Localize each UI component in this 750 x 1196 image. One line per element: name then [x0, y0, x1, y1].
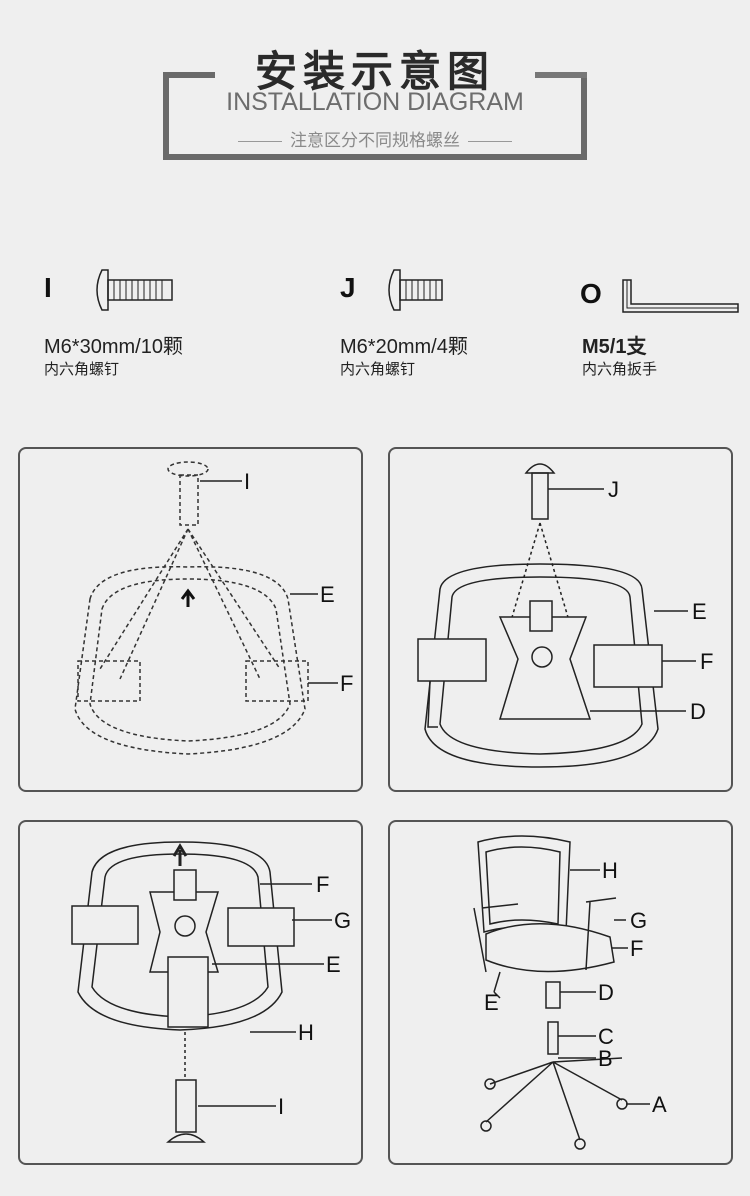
part-letter: J [340, 272, 356, 303]
label-I: I [244, 469, 250, 494]
label-E: E [692, 599, 707, 624]
step-1-panel: I E F [18, 447, 363, 792]
label-A: A [652, 1092, 667, 1117]
label-B: B [598, 1046, 613, 1071]
step-4-panel: H G F E D C B A [388, 820, 733, 1165]
label-G: G [630, 908, 647, 933]
step-2-illustration: J E F D [417, 463, 713, 768]
label-C: C [598, 1024, 614, 1049]
page-title: 安装示意图 [254, 47, 495, 96]
step-3-panel: F G E H I [18, 820, 363, 1165]
part-name: 内六角螺钉 [44, 360, 120, 378]
long-screw-icon [96, 269, 173, 311]
label-D: D [690, 699, 706, 724]
step-4-illustration: H G F E D C B A [473, 835, 667, 1150]
part-letter: I [44, 272, 52, 303]
part-name: 内六角螺钉 [340, 360, 416, 378]
step-3-illustration: F G E H I [71, 841, 351, 1143]
label-F: F [316, 872, 329, 897]
part-spec: M6*30mm/10颗 [44, 336, 183, 358]
label-F: F [700, 649, 713, 674]
step-2-panel: J E F D [388, 447, 733, 792]
label-E: E [484, 990, 499, 1015]
label-J: J [608, 477, 619, 502]
part-spec: M5/1支 [582, 336, 647, 358]
label-F: F [630, 936, 643, 961]
title-frame [163, 72, 587, 160]
page-title-english: INSTALLATION DIAGRAM [226, 88, 524, 116]
label-D: D [598, 980, 614, 1005]
hex-wrench-icon [622, 279, 739, 313]
part-name: 内六角扳手 [582, 360, 658, 378]
part-spec: M6*20mm/4颗 [340, 336, 468, 358]
label-I: I [278, 1094, 284, 1119]
step-1-illustration: I E F [74, 461, 353, 755]
short-screw-icon [388, 269, 443, 311]
label-H: H [602, 858, 618, 883]
subtitle-text: 注意区分不同规格螺丝 [290, 131, 460, 151]
page-subtitle: 注意区分不同规格螺丝 [0, 126, 750, 151]
title-frame-left-cap [163, 72, 215, 78]
label-E: E [326, 952, 341, 977]
part-letter: O [580, 278, 602, 309]
title-frame-right-cap [535, 72, 587, 78]
label-E: E [320, 582, 335, 607]
label-F: F [340, 671, 353, 696]
label-H: H [298, 1020, 314, 1045]
label-G: G [334, 908, 351, 933]
